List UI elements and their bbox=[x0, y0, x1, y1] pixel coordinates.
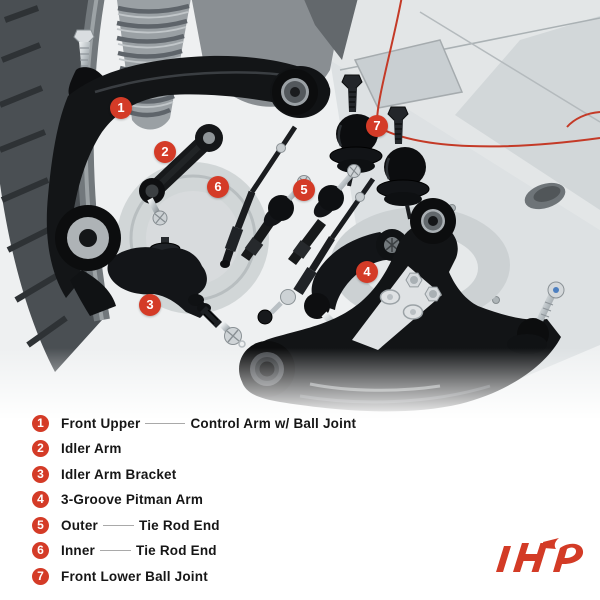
legend-badge-1: 1 bbox=[32, 414, 49, 432]
parts-legend: 1 Front Upper Control Arm w/ Ball Joint … bbox=[32, 414, 356, 593]
legend-connector-line bbox=[145, 422, 186, 424]
legend-item-2: 2 Idler Arm bbox=[32, 440, 356, 458]
marker-1: 1 bbox=[110, 97, 132, 119]
legend-item-1: 1 Front Upper Control Arm w/ Ball Joint bbox=[32, 414, 356, 432]
legend-item-6: 6 Inner Tie Rod End bbox=[32, 542, 356, 560]
legend-badge-7: 7 bbox=[32, 567, 49, 585]
marker-7: 7 bbox=[366, 115, 388, 137]
legend-badge-5: 5 bbox=[32, 516, 49, 534]
marker-3: 3 bbox=[139, 294, 161, 316]
photo-fade bbox=[0, 348, 600, 420]
legend-label: Control Arm w/ Ball Joint bbox=[190, 415, 357, 431]
front-lower-ball-joints bbox=[329, 74, 430, 220]
legend-label: Idler Arm bbox=[61, 441, 122, 456]
legend-item-5: 5 Outer Tie Rod End bbox=[32, 516, 356, 534]
legend-badge-3: 3 bbox=[32, 465, 49, 483]
marker-5: 5 bbox=[293, 179, 315, 201]
inner-tie-rods bbox=[220, 125, 376, 325]
legend-label: Inner bbox=[61, 543, 96, 558]
legend-connector-line bbox=[100, 550, 132, 551]
legend-label: Tie Rod End bbox=[139, 517, 220, 533]
idler-arm bbox=[139, 124, 223, 226]
legend-badge-6: 6 bbox=[32, 542, 49, 559]
legend-label: Front Lower Ball Joint bbox=[61, 568, 208, 584]
marker-6: 6 bbox=[207, 176, 229, 198]
legend-badge-4: 4 bbox=[32, 491, 49, 508]
legend-connector-line bbox=[103, 524, 135, 526]
marker-4: 4 bbox=[356, 261, 378, 283]
idler-arm-bracket bbox=[107, 237, 246, 348]
legend-label: Tie Rod End bbox=[136, 543, 217, 558]
legend-label: Idler Arm Bracket bbox=[61, 466, 177, 482]
legend-label: Front Upper bbox=[61, 415, 141, 431]
legend-label: Outer bbox=[61, 517, 99, 533]
legend-item-4: 4 3-Groove Pitman Arm bbox=[32, 491, 356, 509]
product-photo bbox=[0, 0, 600, 420]
marker-2: 2 bbox=[154, 141, 176, 163]
hardware-nuts-washers bbox=[379, 272, 442, 320]
ap-monogram-icon bbox=[496, 538, 584, 572]
legend-badge-2: 2 bbox=[32, 440, 49, 457]
legend-item-7: 7 Front Lower Ball Joint bbox=[32, 567, 356, 585]
legend-item-3: 3 Idler Arm Bracket bbox=[32, 465, 356, 483]
front-upper-control-arm-left bbox=[46, 29, 331, 316]
outer-tie-rod-ends bbox=[240, 164, 361, 265]
legend-label: 3-Groove Pitman Arm bbox=[61, 492, 204, 507]
brand-logo bbox=[492, 535, 584, 577]
